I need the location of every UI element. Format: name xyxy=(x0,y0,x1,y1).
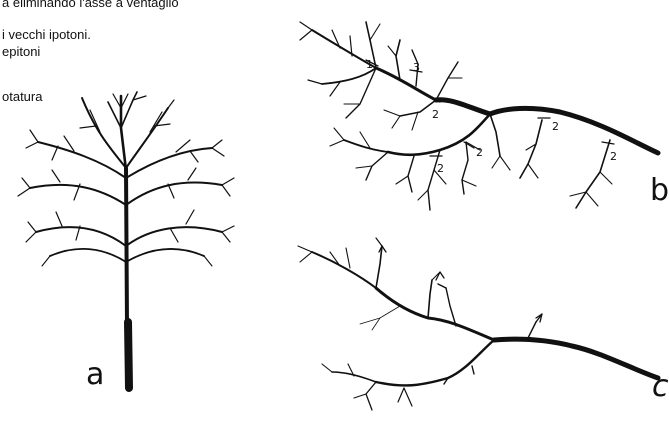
cut-number-3: 3 xyxy=(413,61,420,74)
cut-number-2: 2 xyxy=(610,150,617,163)
branch-c xyxy=(298,238,658,410)
cut-number-2: 2 xyxy=(432,108,439,121)
branch-b: 1 3 2 2 2 2 2 xyxy=(300,22,658,210)
cut-number-2: 2 xyxy=(437,162,444,175)
tree-a xyxy=(18,92,234,388)
figure-label-c: c xyxy=(652,372,669,402)
cut-number-2: 2 xyxy=(476,146,483,159)
cut-number-2: 2 xyxy=(552,120,559,133)
figure-label-a: a xyxy=(86,360,104,390)
figure-label-b: b xyxy=(650,176,669,206)
cut-number-1: 1 xyxy=(366,58,373,71)
